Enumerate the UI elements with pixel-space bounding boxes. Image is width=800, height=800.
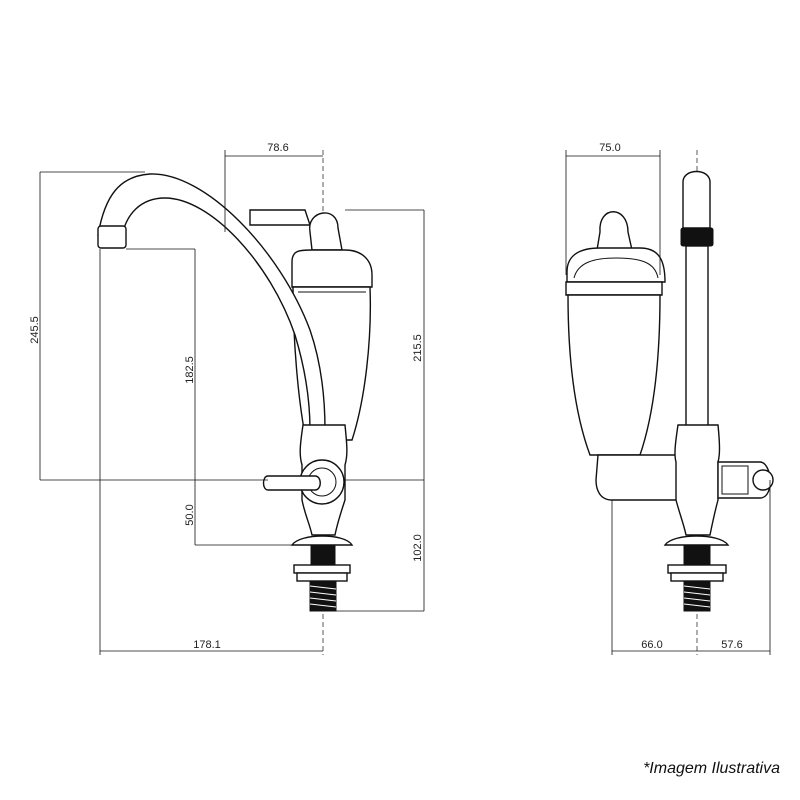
side-depth-right-label: 57.6	[721, 639, 742, 651]
front-base-height-label: 102.0	[412, 534, 424, 562]
side-dim-top-width: 75.0	[565, 142, 661, 275]
front-total-height-label: 245.5	[29, 316, 41, 344]
side-top-width-label: 75.0	[599, 142, 620, 154]
front-filter-height-label: 215.5	[412, 334, 424, 362]
front-dim-top-width: 78.6	[224, 142, 323, 232]
front-top-width-label: 78.6	[267, 142, 288, 154]
side-depth-left-label: 66.0	[641, 639, 662, 651]
illustrative-caption: *Imagem Ilustrativa	[643, 760, 780, 777]
front-lever-offset-label: 50.0	[184, 504, 196, 525]
front-view: 78.6 245.5 182.5 50.0 215.5	[29, 142, 425, 655]
front-spout-height-label: 182.5	[184, 356, 196, 384]
front-dim-lever-offset: 50.0	[184, 480, 300, 546]
side-filter-canister	[565, 211, 666, 456]
front-valve-body	[262, 424, 348, 536]
front-reach-label: 178.1	[193, 639, 221, 651]
front-base-thread	[290, 535, 354, 612]
side-valve-body	[674, 424, 774, 536]
front-dim-total-height: 245.5	[29, 171, 268, 481]
front-dim-spout-height: 182.5	[99, 248, 196, 655]
side-base-thread	[663, 535, 730, 612]
front-dim-right-heights: 215.5 102.0	[336, 209, 425, 612]
side-tube	[680, 170, 714, 429]
side-dim-depths: 66.0 57.6	[611, 480, 771, 655]
front-dim-reach: 178.1	[100, 639, 323, 652]
side-view: 75.0 66.0 57.6	[565, 142, 774, 655]
side-connector	[595, 454, 691, 501]
